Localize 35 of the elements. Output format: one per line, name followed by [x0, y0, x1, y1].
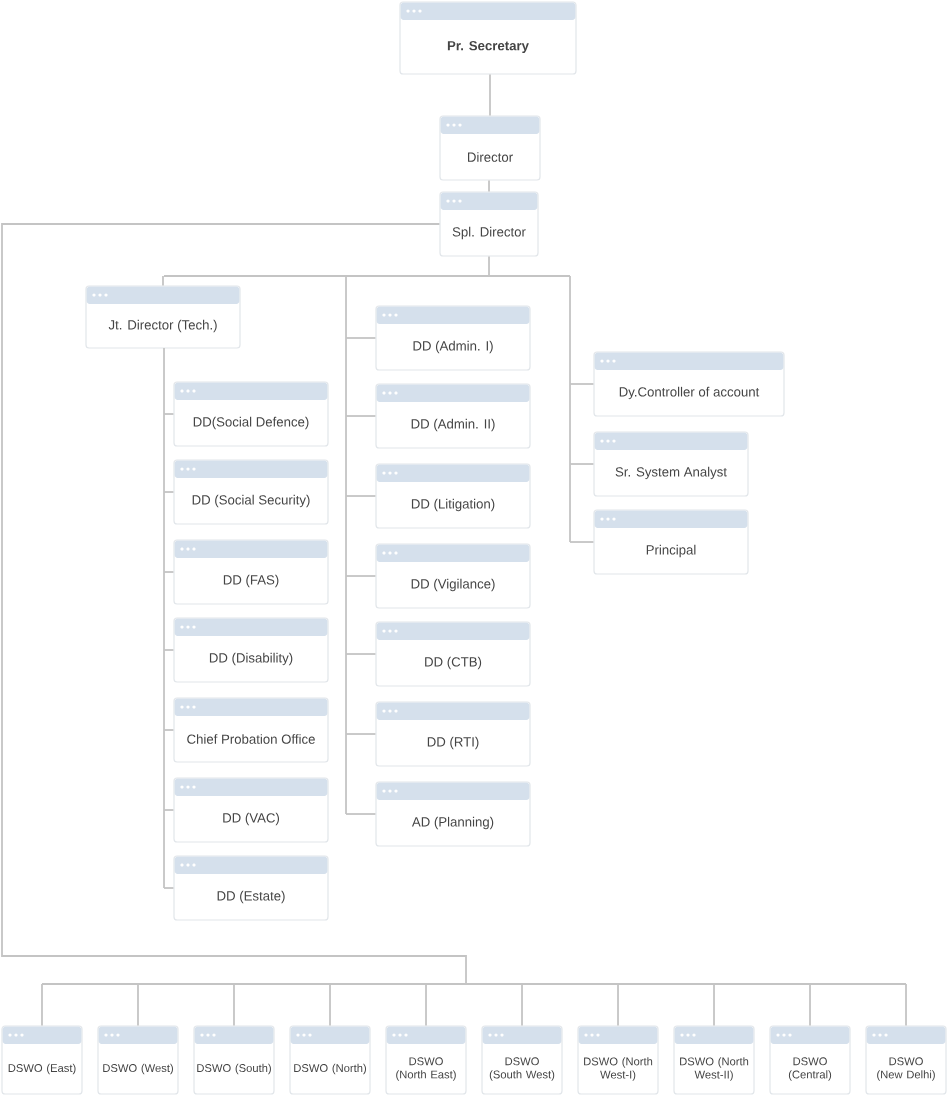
connector-line	[137, 983, 139, 1027]
connector-line	[163, 255, 571, 277]
connector-line	[329, 983, 331, 1027]
connector-line	[163, 649, 175, 651]
connector-line	[345, 495, 377, 497]
connector-line	[163, 729, 175, 731]
connector-line	[345, 813, 377, 815]
connector-line	[345, 653, 377, 655]
connector-line	[345, 415, 377, 417]
connector-line	[345, 337, 377, 339]
connector-line	[489, 73, 491, 117]
connector-line	[713, 983, 715, 1027]
connector-line	[1, 223, 907, 985]
connector-line	[345, 575, 377, 577]
connector-line	[617, 983, 619, 1027]
connector-line	[162, 275, 164, 287]
connector-line	[163, 809, 175, 811]
connector-line	[809, 983, 811, 1027]
connector-line	[163, 347, 165, 889]
connector-line	[163, 571, 175, 573]
connector-line	[569, 463, 595, 465]
connector-line	[163, 887, 175, 889]
connector-line	[345, 733, 377, 735]
connector-line	[425, 983, 427, 1027]
connector-line	[569, 275, 571, 543]
connector-line	[233, 983, 235, 1027]
connector-line	[163, 413, 175, 415]
connector-line	[163, 491, 175, 493]
connector-line	[41, 983, 43, 1027]
connector-line	[488, 179, 490, 193]
connector-line	[905, 983, 907, 1027]
connector-line	[569, 541, 595, 543]
connector-line	[345, 275, 347, 815]
connector-line	[521, 983, 523, 1027]
connector-line	[569, 383, 595, 385]
